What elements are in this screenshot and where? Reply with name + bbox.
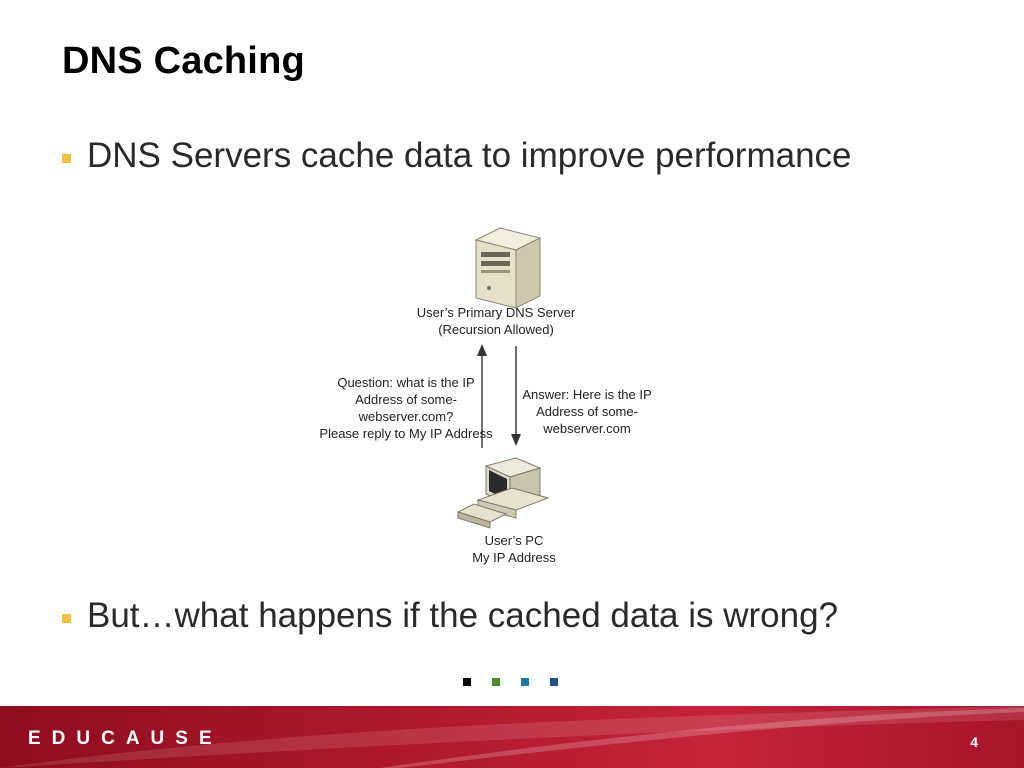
- question-line-3: webserver.com?: [358, 409, 454, 424]
- dot-blue-icon: [550, 678, 558, 686]
- question-arrow-icon: [477, 344, 487, 448]
- decorative-dots: [463, 678, 558, 686]
- answer-arrow-icon: [511, 346, 521, 446]
- dot-black-icon: [463, 678, 471, 686]
- server-label-line2: (Recursion Allowed): [438, 322, 554, 337]
- bullet-text-2: But…what happens if the cached data is w…: [87, 596, 839, 635]
- bullet-item-2: But…what happens if the cached data is w…: [62, 596, 838, 636]
- bullet-text-1: DNS Servers cache data to improve perfor…: [87, 136, 852, 175]
- footer-bar: EDUCAUSE 4: [0, 706, 1024, 768]
- answer-line-1: Answer: Here is the IP: [522, 387, 651, 402]
- question-line-2: Address of some-: [355, 392, 457, 407]
- answer-line-2: Address of some-: [536, 404, 638, 419]
- bullet-marker-icon: [62, 613, 71, 623]
- page-number: 4: [970, 734, 978, 750]
- question-line-1: Question: what is the IP: [337, 375, 474, 390]
- bullet-item-1: DNS Servers cache data to improve perfor…: [62, 136, 852, 176]
- dot-teal-icon: [521, 678, 529, 686]
- dot-green-icon: [492, 678, 500, 686]
- footer-swoosh-icon: [0, 706, 1024, 768]
- desktop-pc-icon: [456, 457, 550, 529]
- pc-label-line2: My IP Address: [472, 550, 556, 565]
- answer-line-3: webserver.com: [542, 421, 630, 436]
- educause-logo: EDUCAUSE: [28, 728, 223, 749]
- slide-title: DNS Caching: [62, 40, 305, 82]
- pc-label-line1: User’s PC: [485, 533, 544, 548]
- server-label-line1: User’s Primary DNS Server: [417, 305, 576, 320]
- server-icon: [474, 227, 542, 309]
- question-line-4: Please reply to My IP Address: [319, 426, 493, 441]
- bullet-marker-icon: [62, 153, 71, 163]
